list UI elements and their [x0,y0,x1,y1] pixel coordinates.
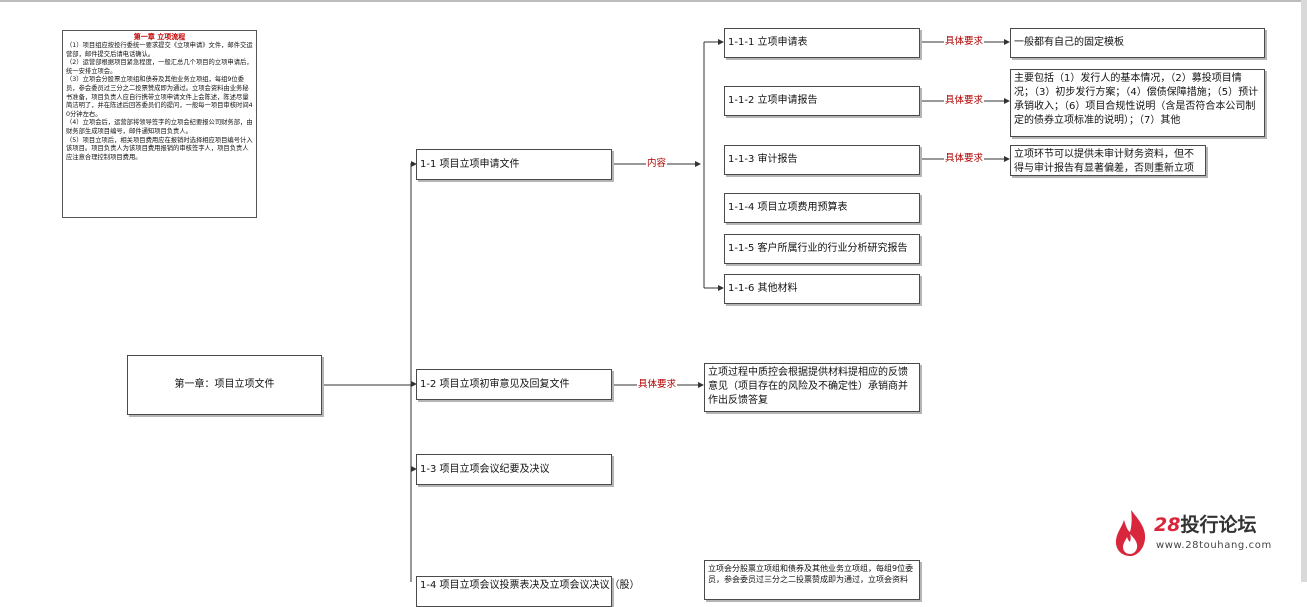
node-1-1-3[interactable]: 1-1-3 审计报告 [724,145,920,175]
note-line: （1）项目组应按投行委统一要求提交《立项申请》文件，邮件交运营部，邮件提交后请电… [66,42,253,58]
logo-title: 28投行论坛 [1154,514,1256,536]
note-line: （4）立项会后，运营部将领导签字的立项会纪要报公司财务部，由财务部生成项目编号，… [66,119,253,135]
logo-number: 28 [1154,514,1181,536]
forum-watermark: 28投行论坛 www.28touhang.com [1112,508,1302,558]
top-border [0,0,1307,2]
root-node[interactable]: 第一章：项目立项文件 [127,355,322,415]
logo-url: www.28touhang.com [1156,540,1272,551]
detail-1-4[interactable]: 立项会分股票立项组和债券及其他业务立项组，每组9位委员，参会委员过三分之二投票赞… [704,560,920,600]
node-1-1-4[interactable]: 1-1-4 项目立项费用预算表 [724,193,920,223]
requirement-label: 具体要求 [944,153,985,164]
requirement-label: 具体要求 [944,36,985,47]
requirement-label: 具体要求 [637,379,678,390]
detail-1-1-1[interactable]: 一般都有自己的固定模板 [1010,28,1265,58]
detail-1-1-2[interactable]: 主要包括（1）发行人的基本情况，（2）募投项目情况；（3）初步发行方案；（4）偿… [1010,69,1265,137]
detail-1-1-3[interactable]: 立项环节可以提供未审计财务资料，但不得与审计报告有显著偏差，否则重新立项 [1010,145,1206,176]
detail-1-2[interactable]: 立项过程中质控会根据提供材料提相应的反馈意见（项目存在的风险及不确定性）承销商并… [704,363,920,412]
process-note: 第一章 立项流程 （1）项目组应按投行委统一要求提交《立项申请》文件，邮件交运营… [62,30,257,218]
node-1-1-6[interactable]: 1-1-6 其他材料 [724,274,920,304]
scrollbar-track[interactable] [1301,0,1307,582]
note-line: （2）运营部根据项目紧急程度，一般汇总几个项目的立项申请后，统一安排立项会。 [66,59,253,75]
node-1-1-1[interactable]: 1-1-1 立项申请表 [724,28,920,58]
node-1-2[interactable]: 1-2 项目立项初审意见及回复文件 [416,369,612,400]
node-1-1-2[interactable]: 1-1-2 立项申请报告 [724,86,920,116]
note-title: 第一章 立项流程 [133,33,186,41]
content-label: 内容 [646,158,668,169]
node-1-1[interactable]: 1-1 项目立项申请文件 [416,149,612,180]
node-1-4[interactable]: 1-4 项目立项会议投票表决及立项会议决议（股） [416,576,640,607]
note-line: （5）项目立项后，相关项目费用应在报销时选择相应项目编号计入该项目。项目负责人为… [66,136,253,161]
node-1-3[interactable]: 1-3 项目立项会议纪要及决议 [416,454,612,485]
requirement-label: 具体要求 [944,95,985,106]
logo-text: 投行论坛 [1180,514,1257,536]
flame-icon [1115,510,1146,556]
note-line: （3）立项会分股票立项组和债券及其他业务立项组，每组9位委员，参会委员过三分之二… [66,76,253,118]
node-1-1-5[interactable]: 1-1-5 客户所属行业的行业分析研究报告 [724,234,920,264]
